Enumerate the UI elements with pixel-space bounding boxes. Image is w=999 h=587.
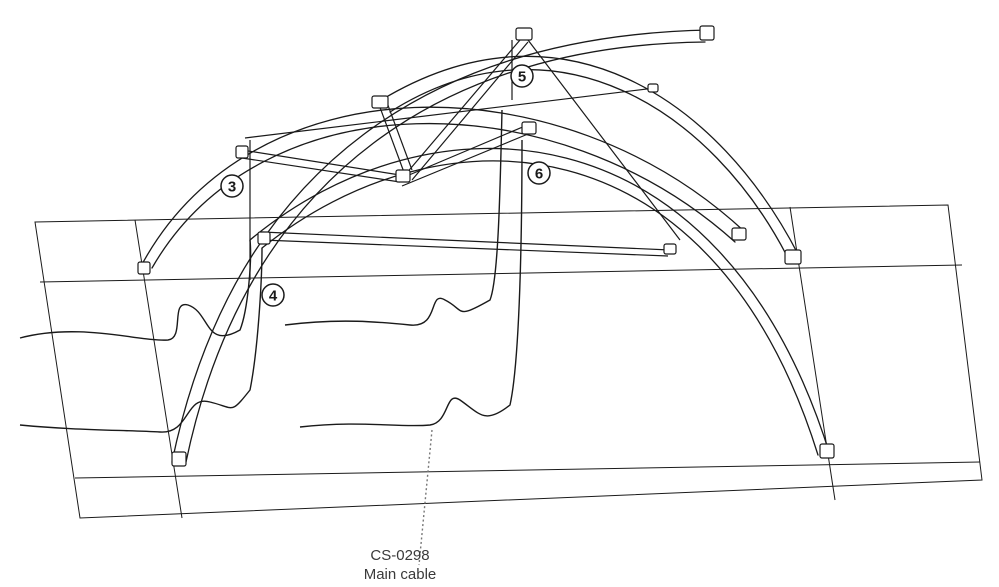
ground-grid xyxy=(34,204,983,519)
callout-4-number: 4 xyxy=(269,288,278,305)
main-cables xyxy=(19,109,523,433)
callout-3-circle xyxy=(220,174,244,198)
callout-5: 5 xyxy=(510,64,534,88)
frame-crossbars xyxy=(241,39,681,280)
callout-4: 4 xyxy=(261,283,285,307)
arch-tubes xyxy=(139,29,831,463)
callout-4-circle xyxy=(261,283,285,307)
callout-6-circle xyxy=(527,161,551,185)
part-name-label: Main cable xyxy=(363,566,437,583)
callout-3: 3 xyxy=(220,174,244,198)
callout-3-number: 3 xyxy=(228,179,236,196)
cable-leader-line xyxy=(418,429,433,566)
callout-6: 6 xyxy=(527,161,551,185)
callout-5-number: 5 xyxy=(518,69,526,86)
callout-6-number: 6 xyxy=(535,166,543,183)
callout-5-circle xyxy=(510,64,534,88)
frame-joints xyxy=(137,25,835,467)
part-code-label: CS-0298 xyxy=(370,547,430,564)
